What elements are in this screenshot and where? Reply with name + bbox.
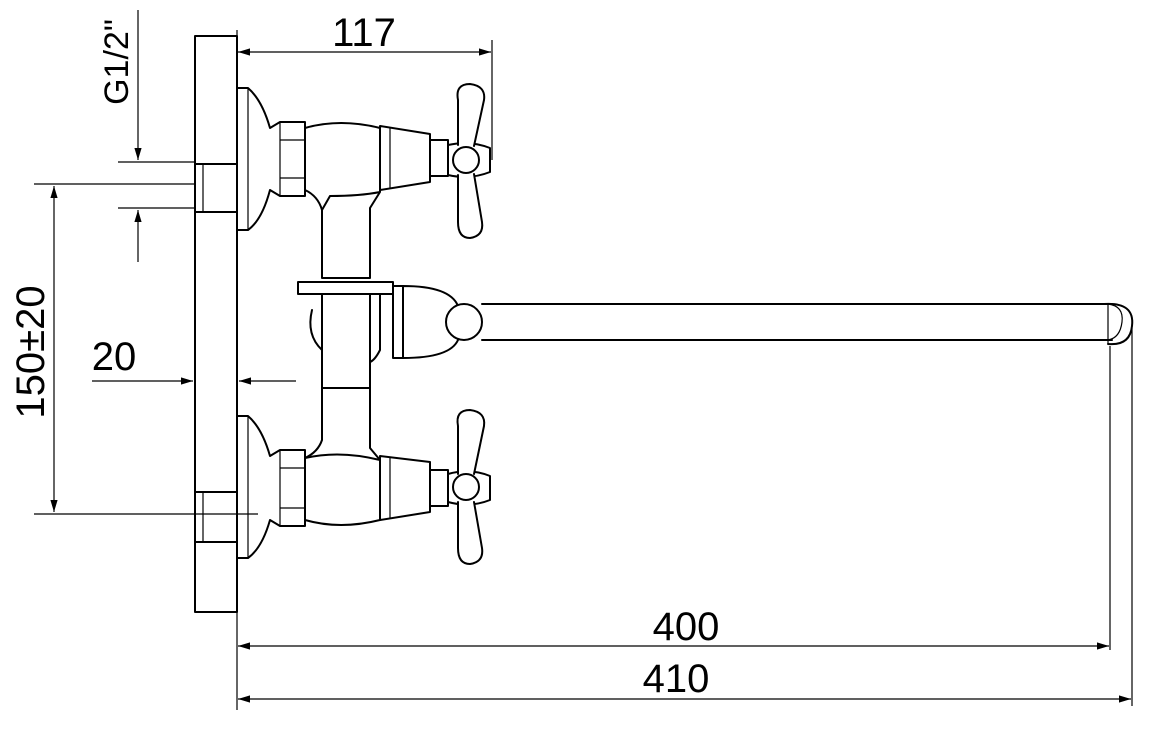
- dimension-117: 117: [236, 11, 493, 160]
- lower-escutcheon: [236, 415, 306, 559]
- dimension-400-label: 400: [653, 605, 720, 649]
- lower-inlet-pipe: [194, 491, 244, 543]
- dimension-offset-label: 20: [92, 335, 137, 379]
- dimension-thread-label: G1/2": [98, 19, 136, 105]
- lower-cross-handle: [429, 409, 491, 565]
- dimension-offset: 20: [92, 335, 296, 385]
- dimension-spacing: 150±20: [9, 183, 258, 515]
- upper-escutcheon: [236, 87, 306, 231]
- dimension-thread: G1/2": [98, 10, 195, 262]
- dimension-spacing-label: 150±20: [9, 285, 53, 418]
- spout: [481, 302, 1134, 346]
- mixer-body: [297, 122, 483, 526]
- dimension-117-label: 117: [332, 11, 396, 55]
- dimension-410-label: 410: [643, 657, 710, 701]
- dimension-410: 410: [238, 328, 1133, 706]
- upper-cross-handle: [429, 83, 491, 239]
- upper-inlet-pipe: [194, 163, 244, 213]
- dimension-400: 400: [236, 346, 1111, 710]
